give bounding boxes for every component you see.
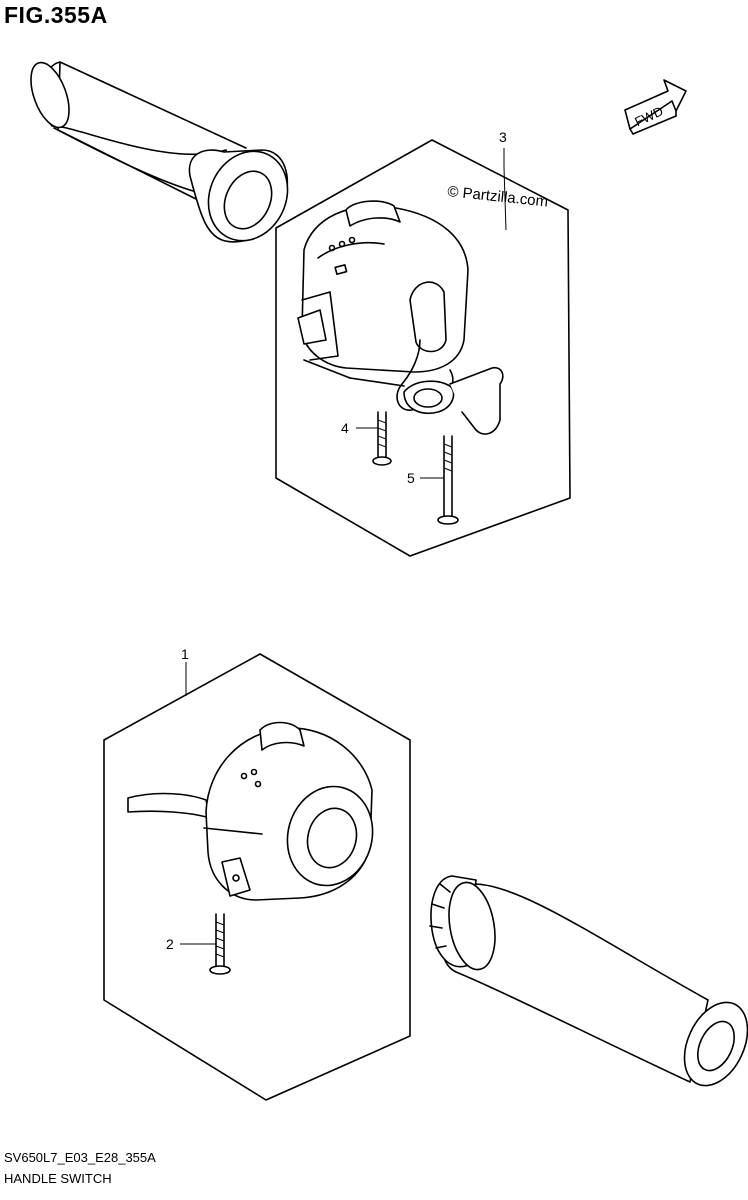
callout-5: 5 [407,470,415,486]
right-handle-switch [297,200,504,435]
figure-title: FIG.355A [4,2,108,28]
callout-1: 1 [181,646,189,662]
throttle-grip [429,875,748,1087]
model-code: SV650L7_E03_E28_355A [4,1150,156,1165]
left-handle-switch [127,721,374,901]
left-handlebar-grip [30,61,289,243]
forward-direction-arrow: FWD [624,79,687,135]
screw-4 [372,411,392,466]
leader-lines [180,148,507,945]
partzilla-watermark: © Partzilla.com [447,183,549,210]
assembly-3-boundary [275,139,571,557]
section-name: HANDLE SWITCH [4,1171,112,1186]
screw-2 [209,913,231,975]
screw-5 [437,435,459,525]
assembly-1-boundary [103,653,411,1101]
callout-3: 3 [499,129,507,145]
callout-4: 4 [341,420,349,436]
callout-2: 2 [166,936,174,952]
